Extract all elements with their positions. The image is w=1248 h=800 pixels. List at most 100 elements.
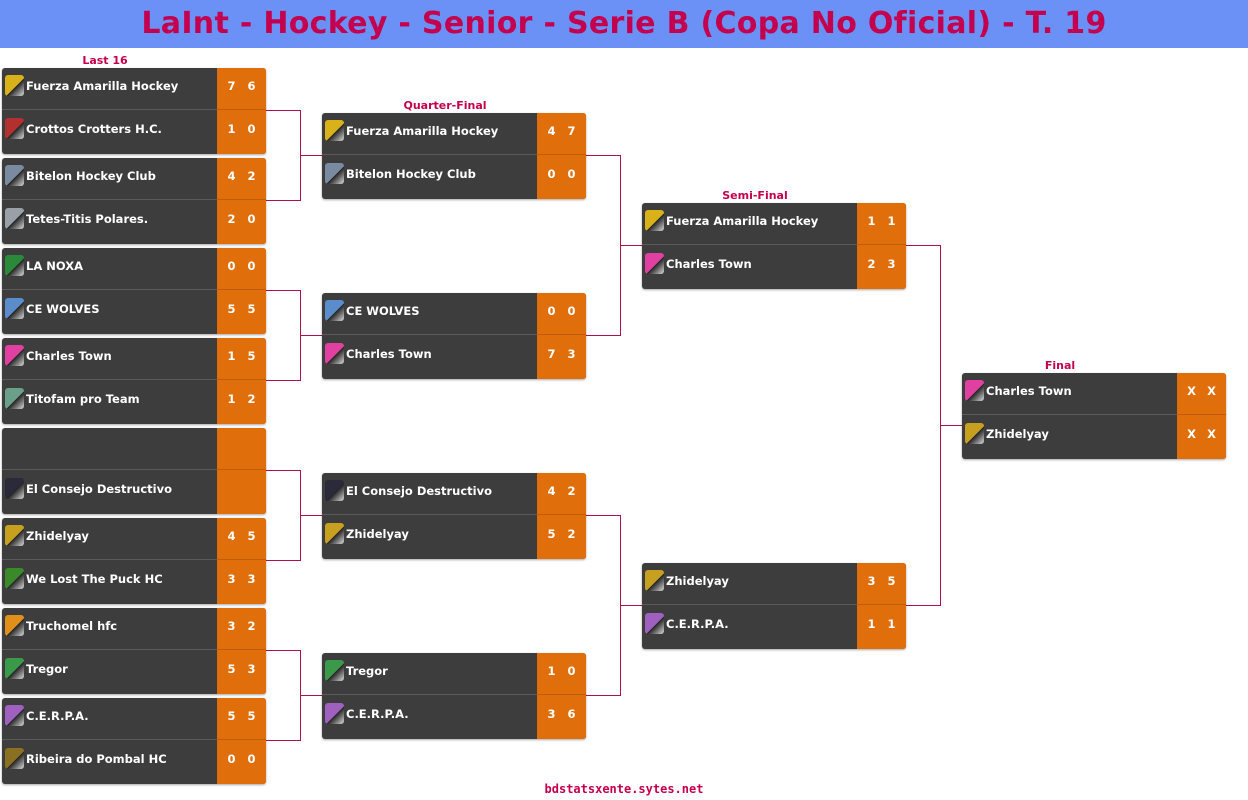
page-title: LaInt - Hockey - Senior - Serie B (Copa … [141, 6, 1107, 41]
team-name: Bitelon Hockey Club [346, 167, 476, 181]
team-name: El Consejo Destructivo [26, 482, 173, 496]
team-logo-icon [325, 163, 344, 184]
team-row-empty [2, 428, 266, 468]
round-label-final: Final [1044, 359, 1076, 372]
team-name: CE WOLVES [26, 302, 100, 316]
footer-site-link[interactable]: bdstatsxente.sytes.net [544, 782, 704, 796]
team-logo-icon [5, 255, 24, 276]
match-last16-5: El Consejo Destructivo [2, 428, 266, 514]
team-name: Bitelon Hockey Club [26, 169, 156, 183]
round-label-quarter-final: Quarter-Final [403, 99, 487, 112]
team-logo-icon [325, 120, 344, 141]
team-logo-icon [5, 75, 24, 96]
team-logo-icon [325, 523, 344, 544]
team-logo-icon [5, 705, 24, 726]
team-name: C.E.R.P.A. [666, 617, 729, 631]
team-logo-icon [5, 748, 24, 769]
team-name: C.E.R.P.A. [26, 709, 89, 723]
team-name: Charles Town [346, 347, 432, 361]
team-logo-icon [5, 208, 24, 229]
team-logo-icon [645, 570, 664, 591]
team-logo-icon [5, 615, 24, 636]
team-name: Tregor [346, 664, 388, 678]
team-logo-icon [325, 300, 344, 321]
team-logo-icon [325, 480, 344, 501]
header-bar [0, 0, 1248, 48]
team-row[interactable]: El Consejo Destructivo [2, 471, 266, 511]
team-name: We Lost The Puck HC [26, 572, 163, 586]
team-name: Zhidelyay [346, 527, 409, 541]
team-name: Zhidelyay [666, 574, 729, 588]
team-logo-icon [5, 388, 24, 409]
team-name: Ribeira do Pombal HC [26, 752, 167, 766]
team-name: CE WOLVES [346, 304, 420, 318]
team-logo-icon [965, 380, 984, 401]
team-name: Zhidelyay [26, 529, 89, 543]
team-name: El Consejo Destructivo [346, 484, 493, 498]
team-logo-icon [5, 118, 24, 139]
team-logo-icon [645, 613, 664, 634]
team-name: LA NOXA [26, 259, 83, 273]
